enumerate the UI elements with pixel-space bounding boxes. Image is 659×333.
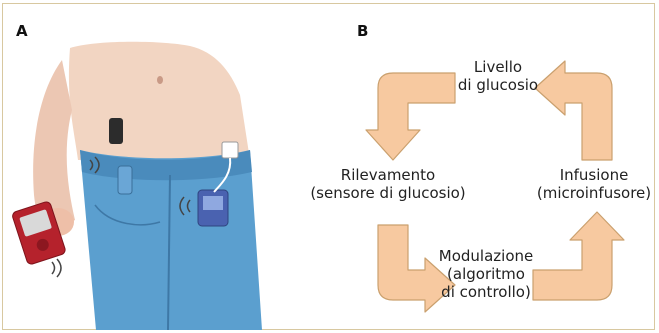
node-modulation-line2: (algoritmo (430, 265, 542, 283)
node-modulation-line1: Modulazione (430, 247, 542, 265)
node-infusion: Infusione (microinfusore) (532, 166, 656, 202)
node-sensing-line2: (sensore di glucosio) (300, 184, 476, 202)
node-sensing: Rilevamento (sensore di glucosio) (300, 166, 476, 202)
node-modulation: Modulazione (algoritmo di controllo) (430, 247, 542, 301)
node-sensing-line1: Rilevamento (300, 166, 476, 184)
arrow-modulation-to-infusion (533, 212, 624, 300)
node-infusion-line1: Infusione (532, 166, 656, 184)
node-glucose-level: Livello di glucosio (442, 58, 554, 94)
node-glucose-level-line2: di glucosio (442, 76, 554, 94)
node-modulation-line3: di controllo) (430, 283, 542, 301)
node-infusion-line2: (microinfusore) (532, 184, 656, 202)
node-glucose-level-line1: Livello (442, 58, 554, 76)
